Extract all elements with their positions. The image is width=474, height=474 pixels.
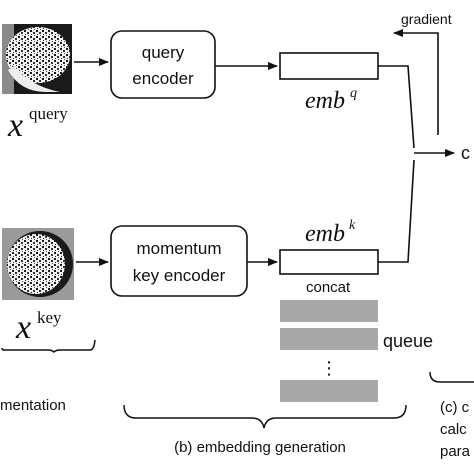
queue-bar [280, 380, 378, 402]
brace-augmentation [1, 339, 96, 354]
emb-k-base: emb [305, 221, 345, 247]
emb-k-label: emb k [305, 218, 356, 247]
emb-q-vector [279, 52, 379, 80]
x-key-base: x [15, 309, 31, 346]
augmented-key-image [2, 228, 74, 300]
query-encoder-line1: query [142, 43, 185, 62]
section-c-line1: (c) c [440, 399, 470, 416]
queue-label: queue [383, 331, 433, 351]
section-b-label: (b) embedding generation [174, 439, 346, 456]
gradient-label: gradient [401, 11, 452, 27]
section-c-line3: para [440, 443, 471, 460]
line-emb-k-to-merge [378, 159, 415, 263]
x-query-base: x [7, 107, 23, 144]
gradient-arrow [393, 29, 439, 135]
x-query-label: x query [7, 104, 68, 144]
queue-ellipsis: ⋮ [320, 358, 338, 378]
queue-bar [280, 328, 378, 350]
section-c-line2: calc [440, 421, 467, 438]
key-encoder-line1: momentum [136, 239, 221, 258]
queue-stack: ⋮ [280, 300, 378, 402]
emb-k-superscript: k [349, 218, 356, 233]
brace-loss-section [429, 371, 474, 383]
concat-label: concat [306, 279, 351, 296]
loss-label-partial: c [461, 143, 470, 163]
momentum-key-encoder-box: momentum key encoder [110, 225, 248, 297]
x-query-superscript: query [29, 104, 68, 123]
key-encoder-line2: key encoder [133, 266, 226, 285]
query-encoder-box: query encoder [110, 30, 216, 99]
emb-q-label: emb q [305, 86, 357, 114]
section-a-label: mentation [0, 397, 66, 414]
augmented-query-image [2, 24, 72, 94]
line-emb-q-to-merge [378, 65, 415, 149]
x-key-superscript: key [37, 308, 62, 327]
brace-embedding-generation [123, 404, 407, 429]
query-encoder-line2: encoder [132, 69, 194, 88]
emb-k-vector [279, 249, 379, 275]
x-key-label: x key [15, 308, 62, 346]
queue-bar [280, 300, 378, 322]
emb-q-superscript: q [350, 86, 357, 101]
emb-q-base: emb [305, 88, 345, 114]
